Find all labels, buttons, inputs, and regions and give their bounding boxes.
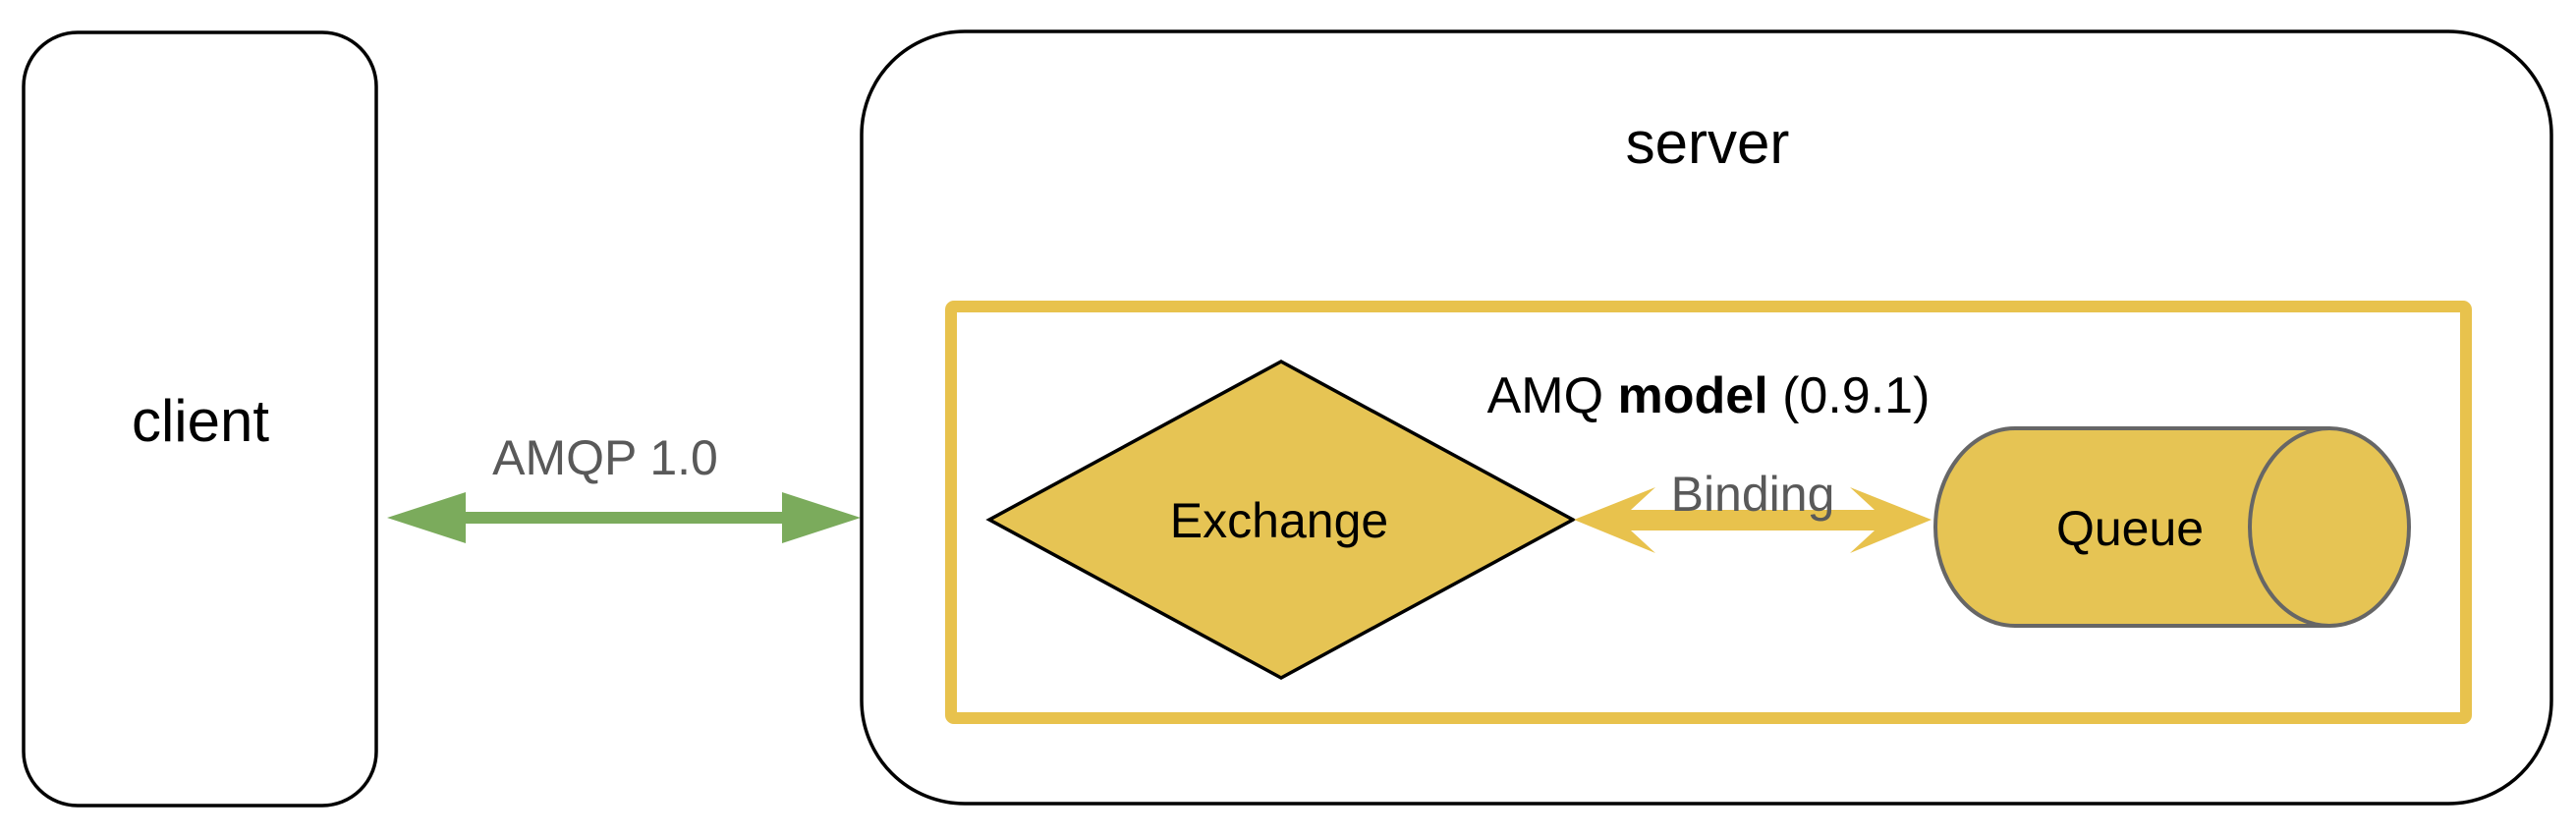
amq-model-label: AMQ model (0.9.1): [1487, 367, 1931, 424]
exchange-diamond: [985, 360, 1577, 680]
amqp-connection-label: AMQP 1.0: [492, 430, 718, 485]
queue-cylinder-body: [1935, 428, 2329, 626]
queue-cylinder-face: [2248, 426, 2411, 628]
queue-cylinder-outline: [1933, 426, 2329, 628]
server-label: server: [1626, 110, 1790, 176]
queue-label: Queue: [2056, 501, 2204, 556]
client-box: [22, 30, 378, 808]
amqp-connection-arrow: [387, 492, 861, 543]
amq-model-label-suffix: (0.9.1): [1768, 367, 1931, 424]
binding-arrow: [1574, 487, 1932, 553]
exchange-label: Exchange: [1170, 493, 1388, 548]
binding-label: Binding: [1671, 467, 1835, 522]
amq-model-label-bold: model: [1618, 367, 1768, 424]
amq-model-box: [945, 301, 2472, 724]
amq-model-label-prefix: AMQ: [1487, 367, 1618, 424]
client-label: client: [132, 388, 269, 454]
